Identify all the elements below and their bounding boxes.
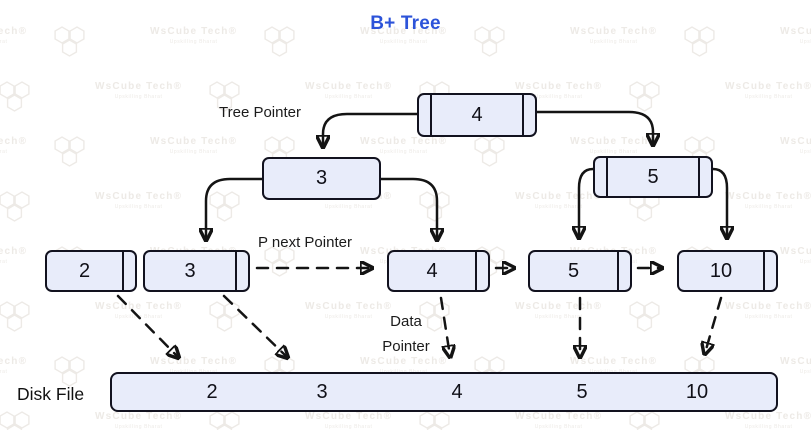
internal-node-5: 5	[593, 156, 713, 198]
tree-pointer-arrow-node3-to-leaf4	[379, 177, 437, 239]
data-pointer-label: Data Pointer	[360, 310, 452, 360]
internal-node-5-left-pointer-slot	[595, 158, 608, 196]
watermark	[0, 191, 42, 225]
watermark: WsCube Tech®Upskilling Bharat	[305, 411, 393, 430]
tree-pointer-arrow-node3-to-leaf23	[206, 177, 264, 239]
watermark	[45, 136, 97, 170]
watermark: WsCube Tech®Upskilling Bharat	[0, 246, 28, 265]
disk-file-strip: 2 3 4 5 10	[110, 372, 778, 412]
watermark: WsCube Tech®Upskilling Bharat	[515, 191, 603, 210]
data-pointer-label-line2: Pointer	[382, 337, 430, 355]
internal-node-3-key: 3	[315, 167, 328, 189]
disk-value-10: 10	[685, 380, 709, 403]
leaf-node-2: 2	[45, 250, 137, 292]
watermark: WsCube Tech®Upskilling Bharat	[95, 81, 183, 100]
watermark	[465, 136, 517, 170]
root-left-pointer-slot	[419, 95, 432, 135]
internal-node-3: 3	[262, 157, 381, 200]
watermark	[0, 301, 42, 335]
watermark: WsCube Tech®Upskilling Bharat	[570, 136, 658, 155]
disk-file-label: Disk File	[17, 384, 85, 404]
watermark	[620, 411, 672, 430]
disk-value-4: 4	[451, 380, 463, 403]
tree-pointer-arrow-node5-to-leaf10	[711, 167, 727, 237]
watermark: WsCube Tech®Upskilling Bharat	[780, 356, 811, 375]
root-key: 4	[471, 103, 483, 126]
watermark	[410, 411, 462, 430]
watermark: WsCube Tech®Upskilling Bharat	[95, 191, 183, 210]
leaf-node-10-key: 10	[709, 259, 733, 282]
watermark	[0, 411, 42, 430]
watermark: WsCube Tech®Upskilling Bharat	[780, 136, 811, 155]
watermark: WsCube Tech®Upskilling Bharat	[150, 136, 238, 155]
data-pointer-label-line1: Data	[390, 313, 422, 330]
watermark	[0, 81, 42, 115]
watermark: WsCube Tech®Upskilling Bharat	[515, 301, 603, 320]
watermark: WsCube Tech®Upskilling Bharat	[515, 411, 603, 430]
disk-value-3: 3	[316, 380, 328, 403]
watermark	[200, 301, 252, 335]
watermark: WsCube Tech®Upskilling Bharat	[360, 136, 448, 155]
leaf-node-10: 10	[677, 250, 778, 292]
p-next-pointer-label: P next Pointer	[258, 234, 352, 251]
watermark: WsCube Tech®Upskilling Bharat	[725, 191, 811, 210]
leaf-node-2-key: 2	[78, 259, 91, 282]
internal-node-5-right-pointer-slot	[698, 158, 711, 196]
leaf-node-5: 5	[528, 250, 632, 292]
leaf-node-10-pointer-slot	[763, 252, 776, 290]
watermark: WsCube Tech®Upskilling Bharat	[0, 356, 28, 375]
watermark: WsCube Tech®Upskilling Bharat	[95, 301, 183, 320]
watermark	[200, 411, 252, 430]
root-node: 4	[417, 93, 537, 137]
root-right-pointer-slot	[522, 95, 535, 135]
watermark: WsCube Tech®Upskilling Bharat	[725, 301, 811, 320]
disk-value-5: 5	[576, 380, 588, 403]
watermark: WsCube Tech®Upskilling Bharat	[725, 411, 811, 430]
diagram-title: B+ Tree	[370, 13, 441, 34]
watermark	[620, 301, 672, 335]
watermark	[255, 246, 307, 280]
disk-value-2: 2	[206, 380, 218, 403]
data-pointer-arrow-leaf3-to-disk	[222, 294, 287, 357]
tree-pointer-arrow-root-to-node5	[535, 110, 653, 144]
leaf-node-5-pointer-slot	[617, 252, 630, 290]
leaf-node-3-key: 3	[184, 259, 196, 282]
watermark: WsCube Tech®Upskilling Bharat	[95, 411, 183, 430]
watermark	[200, 191, 252, 225]
leaf-node-3: 3	[143, 250, 250, 292]
watermark: WsCube Tech®Upskilling Bharat	[725, 81, 811, 100]
tree-pointer-arrow-root-to-node3	[323, 112, 419, 146]
tree-pointer-label: Tree Pointer	[219, 104, 301, 121]
leaf-node-4-key: 4	[426, 259, 438, 282]
watermark: WsCube Tech®Upskilling Bharat	[305, 81, 393, 100]
leaf-node-5-key: 5	[567, 259, 580, 282]
data-pointer-arrow-leaf2-to-disk	[116, 294, 178, 357]
leaf-node-4-pointer-slot	[475, 252, 488, 290]
leaf-node-4: 4	[387, 250, 490, 292]
data-pointer-arrow-leaf10-to-disk	[705, 296, 723, 353]
leaf-node-2-pointer-slot	[122, 252, 135, 290]
watermark	[410, 191, 462, 225]
watermark: WsCube Tech®Upskilling Bharat	[780, 246, 811, 265]
tree-pointer-arrow-node5-to-leaf5	[579, 167, 595, 237]
watermark	[620, 81, 672, 115]
watermark: WsCube Tech®Upskilling Bharat	[0, 136, 28, 155]
leaf-node-3-pointer-slot	[235, 252, 248, 290]
internal-node-5-key: 5	[647, 165, 659, 188]
